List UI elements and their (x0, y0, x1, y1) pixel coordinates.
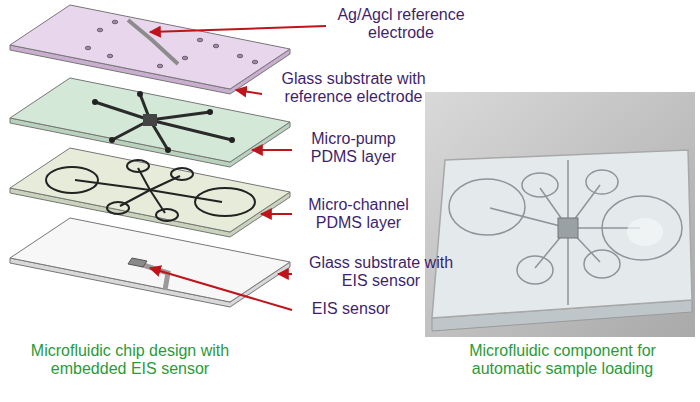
leader-arrow (252, 149, 292, 151)
channels (46, 160, 255, 221)
layer-face (10, 5, 290, 89)
chip-reservoir (602, 196, 682, 260)
leader-arrow (261, 213, 292, 215)
reference-glass-layer (10, 5, 290, 94)
micro-channel-layer (10, 148, 290, 237)
port (137, 91, 143, 97)
hole (182, 56, 188, 60)
callout-label: Glass substrate with reference electrode (266, 70, 441, 107)
label-box: Micro-pump PDMS layer (296, 130, 411, 167)
channel (75, 180, 150, 190)
callout-label: Micro-channel PDMS layer (296, 196, 421, 233)
layer-face (10, 218, 290, 302)
ports (92, 91, 235, 153)
callout-label: EIS sensor (296, 300, 406, 318)
channel (150, 112, 210, 120)
hole (85, 46, 91, 50)
pump-channels (95, 94, 232, 150)
chip-reservoir (522, 173, 558, 197)
label-box: Micro-channel PDMS layer (296, 196, 421, 233)
label-box: EIS sensor (296, 300, 406, 318)
leader-arrow (150, 268, 292, 310)
eis-sensor (128, 258, 147, 267)
chip-reservoir (517, 256, 553, 284)
leader-arrow (236, 90, 262, 94)
reservoir (171, 168, 193, 180)
sensor-trace (140, 264, 168, 290)
leader-arrows (150, 26, 326, 310)
glass-substrate-layer (10, 218, 290, 307)
photo (425, 92, 695, 337)
port (229, 137, 235, 143)
label-box: Microfluidic component for automatic sam… (445, 342, 680, 379)
hole (97, 28, 103, 32)
hole (197, 38, 203, 42)
channel (150, 120, 232, 140)
label-box: Microfluidic chip design with embedded E… (25, 342, 235, 379)
hole (107, 54, 113, 58)
chip-reservoir (586, 170, 618, 194)
hole (157, 64, 163, 68)
channel (150, 190, 222, 202)
leader-arrow (150, 26, 326, 32)
hole (252, 60, 258, 64)
chip-face (432, 150, 692, 318)
reservoir (127, 160, 149, 172)
layer-face (10, 148, 290, 232)
hole (112, 20, 118, 24)
reservoir (195, 188, 255, 216)
hole (213, 44, 219, 48)
channel (95, 102, 150, 120)
callout-label: Ag/Agcl reference electrode (326, 6, 476, 43)
port (109, 137, 115, 143)
chip-features (449, 160, 682, 305)
callout-label: Glass substrate with EIS sensor (296, 254, 466, 291)
chip-center (558, 218, 578, 238)
figure-caption: Microfluidic chip design with embedded E… (25, 342, 235, 379)
through-holes (85, 20, 258, 68)
port (92, 99, 98, 105)
reservoir (107, 202, 129, 214)
callout-label: Micro-pump PDMS layer (296, 130, 411, 167)
reservoir (156, 209, 178, 221)
leader-arrow (278, 273, 292, 275)
layer-face (10, 78, 290, 162)
reference-electrode (128, 20, 178, 64)
port (207, 109, 213, 115)
chip-reservoir (584, 250, 620, 278)
chip-reservoir (449, 179, 525, 235)
figure-caption: Microfluidic component for automatic sam… (445, 342, 680, 379)
label-box: Glass substrate with EIS sensor (296, 254, 466, 291)
label-box: Glass substrate with reference electrode (266, 70, 441, 107)
port (165, 147, 171, 153)
label-box: Ag/Agcl reference electrode (326, 6, 476, 43)
pump-chamber (143, 114, 157, 126)
photo-background (425, 92, 695, 337)
reservoir (46, 167, 98, 193)
chip-reflection (627, 218, 663, 246)
hole (237, 54, 243, 58)
micro-pump-layer (10, 78, 290, 167)
